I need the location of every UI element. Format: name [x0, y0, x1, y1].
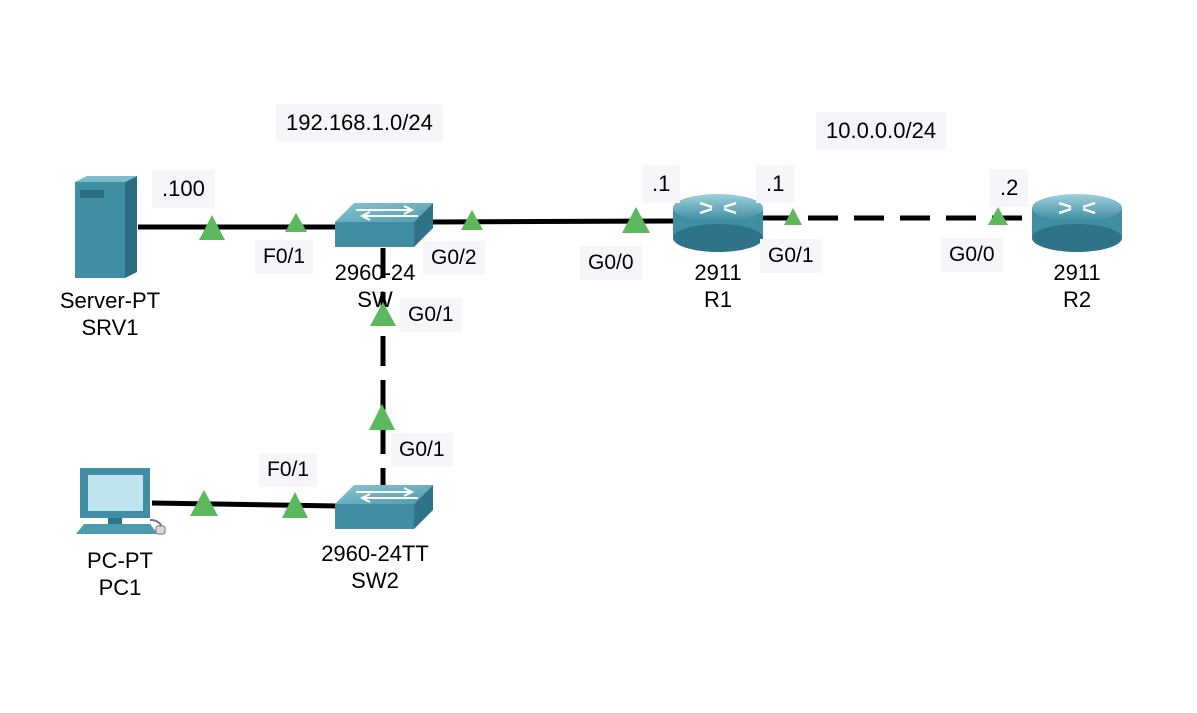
r1-g00-port-label: G0/0 — [580, 246, 642, 280]
lan-network-label: 192.168.1.0/24 — [276, 104, 443, 142]
router-icon[interactable] — [1032, 194, 1122, 252]
r2-g00-port-label: G0/0 — [941, 238, 1003, 272]
device-model: 2960-24TT — [321, 541, 429, 566]
wan-network-label: 10.0.0.0/24 — [816, 112, 947, 150]
r1-g01-port-label: G0/1 — [760, 239, 822, 273]
device-name: SRV1 — [81, 315, 139, 340]
link-up-indicator — [988, 207, 1008, 225]
sw-g01-port-label: G0/1 — [400, 298, 462, 332]
sw2-device-label: 2960-24TT SW2 — [310, 540, 440, 594]
device-name: SW2 — [351, 568, 399, 593]
device-model: 2911 — [694, 260, 742, 285]
srv1-ip-label: .100 — [152, 170, 215, 208]
r1-g01-ip-label: .1 — [756, 165, 795, 203]
device-model: PC-PT — [87, 548, 153, 573]
r1-device-label: 2911 R1 — [668, 259, 768, 313]
sw2-g01-port-label: G0/1 — [391, 433, 453, 467]
sw-g02-port-label: G0/2 — [423, 241, 485, 275]
sw-device-label: 2960-24 SW — [310, 259, 440, 313]
switch-icon[interactable] — [335, 203, 433, 247]
link-up-indicator — [190, 490, 218, 516]
switch-icon[interactable] — [335, 485, 433, 529]
link-up-indicator — [622, 207, 650, 233]
device-name: SW — [357, 287, 393, 312]
pc1-device-label: PC-PT PC1 — [60, 547, 180, 601]
server-icon[interactable] — [75, 176, 137, 278]
device-name: R2 — [1062, 287, 1092, 312]
r1-g00-ip-label: .1 — [642, 165, 681, 203]
link-up-indicator — [199, 215, 225, 240]
r2-device-label: 2911 R2 — [1027, 259, 1127, 313]
srv1-device-label: Server-PT SRV1 — [40, 287, 180, 341]
sw-f01-port-label: F0/1 — [255, 240, 314, 274]
link-up-indicator — [784, 208, 802, 225]
r2-g00-ip-label: .2 — [990, 169, 1029, 207]
device-model: 2960-24 — [334, 260, 416, 285]
device-model: 2911 — [1053, 260, 1101, 285]
link-up-indicator — [369, 404, 395, 430]
link-up-indicator — [285, 213, 307, 232]
link-up-indicator — [461, 210, 483, 230]
device-name: R1 — [703, 287, 733, 312]
sw2-f01-port-label: F0/1 — [259, 453, 318, 487]
router-icon[interactable] — [673, 194, 763, 252]
link-up-indicator — [282, 492, 308, 518]
device-model: Server-PT — [59, 288, 161, 313]
link-up-indicator — [370, 302, 396, 326]
pc-icon[interactable] — [76, 468, 166, 535]
device-name: PC1 — [98, 575, 142, 600]
cable-pc1-sw2[interactable] — [151, 500, 339, 509]
